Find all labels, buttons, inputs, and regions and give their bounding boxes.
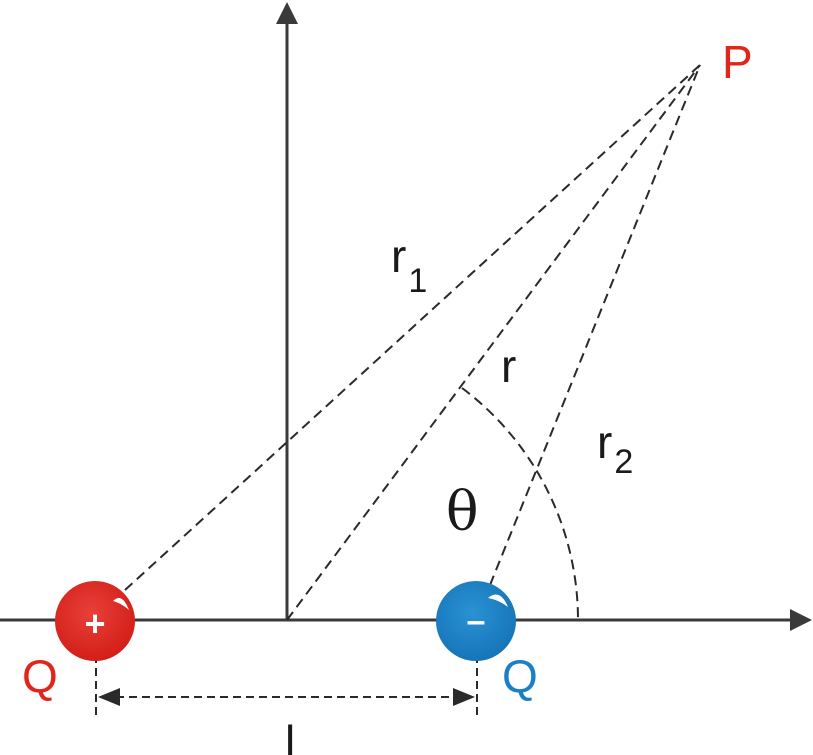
y-axis-arrow bbox=[276, 2, 298, 24]
r-line bbox=[286, 64, 701, 621]
r2-label: r2 bbox=[597, 416, 633, 481]
separation-label: l bbox=[285, 716, 295, 755]
theta-arc bbox=[461, 387, 579, 621]
r2-line bbox=[489, 64, 701, 586]
point-p-label: P bbox=[722, 36, 753, 88]
r-label: r bbox=[501, 340, 516, 392]
separation-marker bbox=[95, 655, 478, 715]
r2-label-sub: 2 bbox=[614, 443, 633, 481]
minus-sign-icon: – bbox=[467, 602, 486, 640]
theta-label: θ bbox=[446, 480, 479, 543]
left-charge-label: Q bbox=[22, 650, 58, 702]
separation-arrow-left bbox=[98, 688, 120, 706]
positive-charge: + bbox=[55, 581, 135, 661]
plus-sign-icon: + bbox=[84, 603, 105, 644]
positive-charge-highlight bbox=[113, 598, 129, 610]
r1-label: r1 bbox=[391, 230, 427, 300]
r1-label-sub: 1 bbox=[408, 262, 427, 300]
separation-arrow-right bbox=[453, 688, 475, 706]
r1-line bbox=[124, 64, 701, 591]
negative-charge: – bbox=[436, 581, 516, 661]
negative-charge-highlight bbox=[488, 594, 508, 607]
x-axis-arrow bbox=[790, 609, 812, 631]
distance-lines bbox=[124, 64, 701, 621]
right-charge-label: Q bbox=[502, 650, 538, 702]
r1-label-base: r bbox=[391, 230, 406, 282]
r2-label-base: r bbox=[597, 416, 612, 468]
axes bbox=[0, 2, 812, 631]
negative-charge-sphere bbox=[436, 581, 516, 661]
